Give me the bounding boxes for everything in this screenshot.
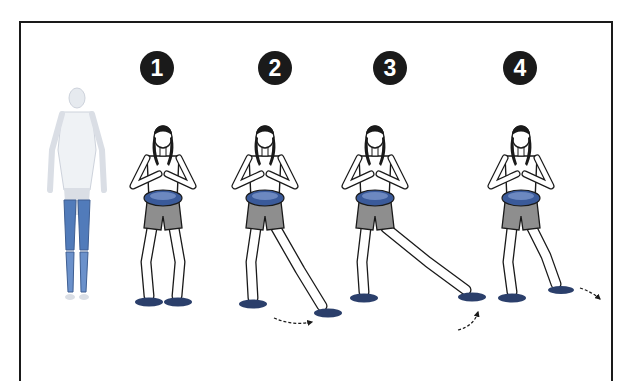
step-label: 3 xyxy=(384,57,397,80)
exercise-figure xyxy=(345,126,486,331)
step-label: 2 xyxy=(269,57,282,80)
step-number: 2 xyxy=(258,51,292,85)
muscle-figure xyxy=(50,88,104,300)
step-label: 1 xyxy=(151,57,164,80)
exercise-figure xyxy=(235,126,342,324)
exercise-figure xyxy=(491,126,600,303)
frame xyxy=(20,22,612,381)
step-number: 3 xyxy=(373,51,407,85)
step-number: 1 xyxy=(140,51,174,85)
step-number: 4 xyxy=(503,51,537,85)
step-label: 4 xyxy=(514,57,527,80)
exercise-figure xyxy=(133,126,193,307)
